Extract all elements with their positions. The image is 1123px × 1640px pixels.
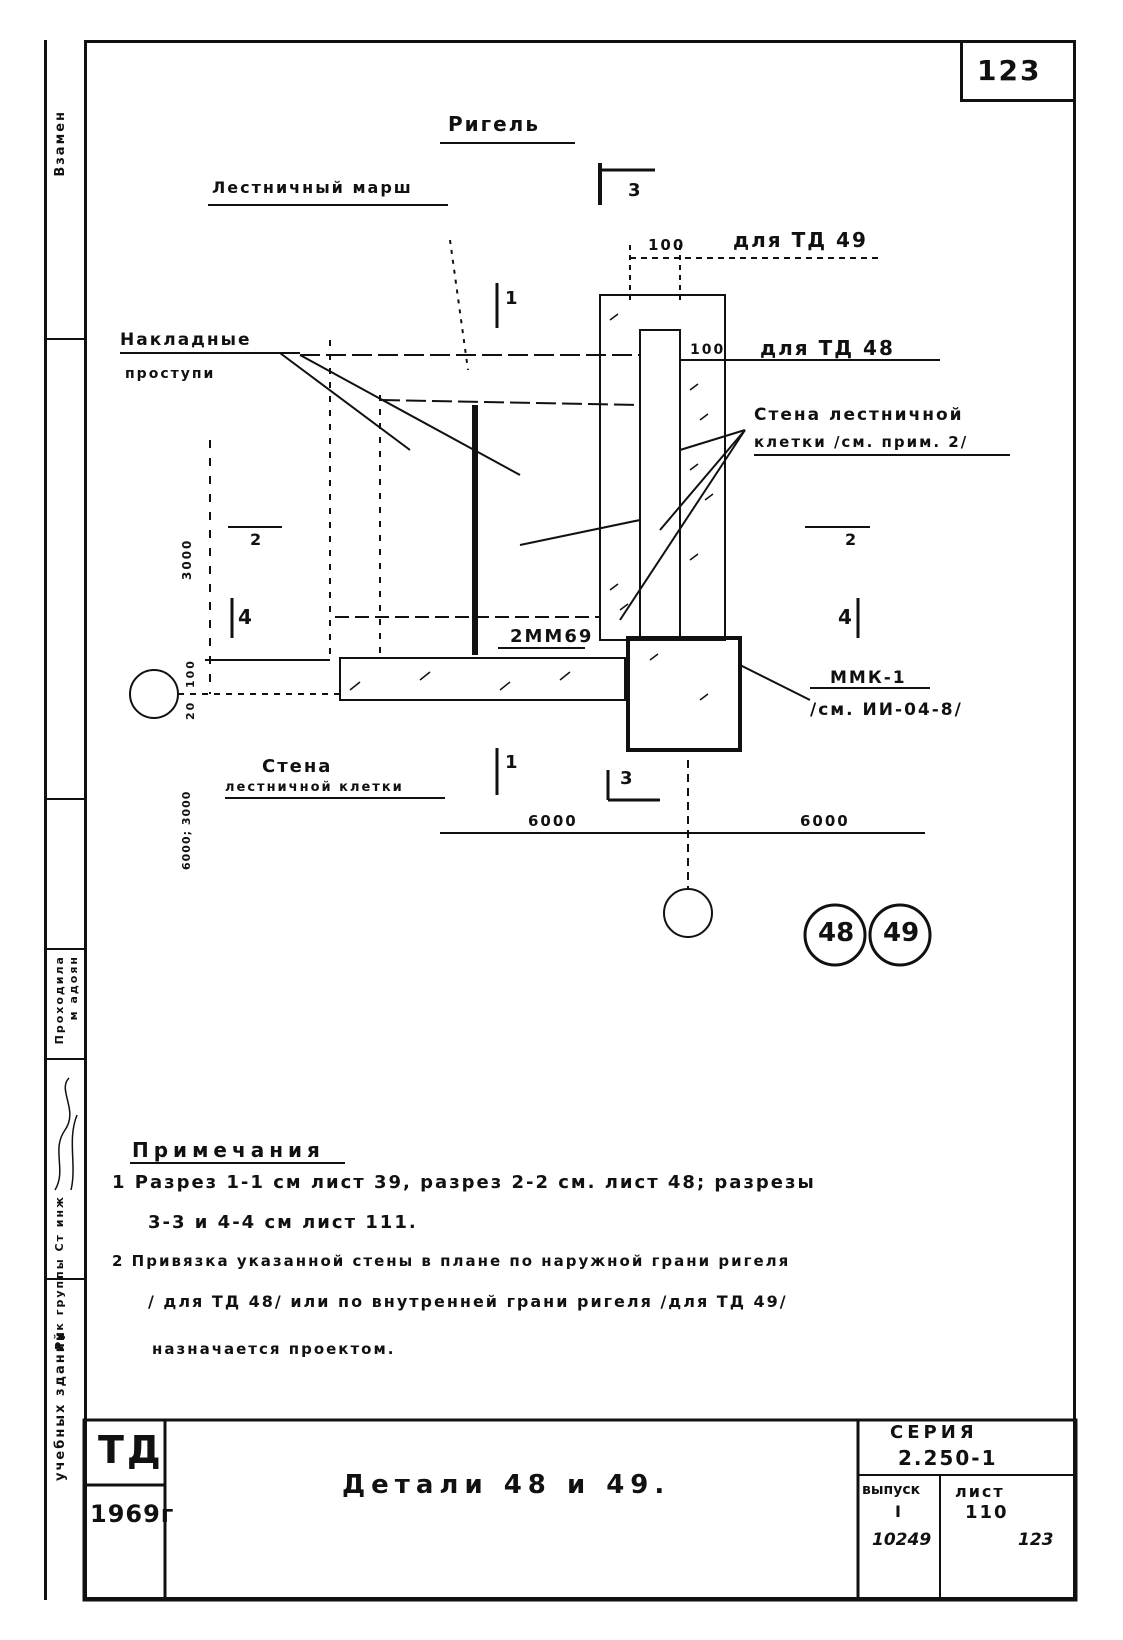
note-2-line-1: 2 Привязка указанной стены в плане по на… bbox=[112, 1252, 791, 1270]
detail-48-label: 48 bbox=[818, 918, 855, 948]
section-4-left-label: 4 bbox=[238, 605, 254, 629]
dim-100-top: 100 bbox=[648, 236, 686, 254]
notes-heading: Примечания bbox=[132, 1138, 325, 1162]
stamp-group-head-cell: Рук группы Ст инж bbox=[47, 1060, 84, 1350]
section-3-bottom-label: 3 bbox=[620, 768, 635, 789]
label-overlay-steps-2: проступи bbox=[125, 366, 216, 382]
page-number: 123 bbox=[977, 54, 1042, 87]
dim-100-mid: 100 bbox=[690, 342, 726, 358]
section-3-top-label: 3 bbox=[628, 180, 643, 201]
dim-20-vert: 20 bbox=[184, 700, 197, 720]
dim-100-vert: 100 bbox=[184, 659, 197, 688]
footer-page: 123 bbox=[1018, 1530, 1054, 1550]
title-block-list-label: лист bbox=[955, 1482, 1005, 1501]
title-block-list-value: 110 bbox=[965, 1502, 1009, 1523]
label-wall-1: Стена лестничной bbox=[754, 405, 964, 425]
section-1-top-label: 1 bbox=[505, 288, 520, 309]
section-2-left-label: 2 bbox=[250, 530, 264, 549]
title-block-vypusk-value: I bbox=[895, 1502, 903, 1521]
page-number-box: 123 bbox=[960, 40, 1076, 102]
title-block-seria-value: 2.250-1 bbox=[898, 1446, 998, 1470]
stamp-prokhodila-cell: Проходила м адоян bbox=[47, 950, 84, 1060]
title-block-seria-label: СЕРИЯ bbox=[890, 1422, 978, 1443]
stamp-blank-cell bbox=[47, 340, 84, 800]
note-1-line-1: 1 Разрез 1-1 см лист 39, разрез 2-2 см. … bbox=[112, 1172, 816, 1193]
section-1-bottom-label: 1 bbox=[505, 752, 520, 773]
section-2-right-label: 2 bbox=[845, 530, 859, 549]
label-for-td48: для ТД 48 bbox=[760, 336, 895, 360]
label-for-td49: для ТД 49 bbox=[733, 228, 868, 252]
note-2-line-3: назначается проектом. bbox=[152, 1340, 396, 1358]
title-block-name: Детали 48 и 49. bbox=[342, 1470, 671, 1500]
title-block-year: 1969г bbox=[90, 1500, 175, 1528]
label-wall-2: клетки /см. прим. 2/ bbox=[754, 433, 969, 451]
dim-6000-left: 6000 bbox=[528, 812, 578, 830]
stamp-vzamen-cell: Взамен bbox=[47, 40, 84, 340]
stamp-blank-cell-2 bbox=[47, 800, 84, 950]
signature-image bbox=[54, 1077, 78, 1191]
note-2-line-2: / для ТД 48/ или по внутренней грани риг… bbox=[148, 1292, 788, 1311]
section-4-right-label: 4 bbox=[838, 605, 854, 629]
label-stair-flight: Лестничный марш bbox=[212, 178, 413, 197]
detail-49-label: 49 bbox=[883, 918, 920, 948]
side-stamp-strip: Взамен Проходила м адоян Рук группы Ст и… bbox=[44, 40, 84, 1600]
label-wall-bottom-2: лестничной клетки bbox=[225, 780, 404, 795]
note-1-line-2: 3-3 и 4-4 см лист 111. bbox=[148, 1212, 418, 1233]
footer-code: 10249 bbox=[872, 1530, 932, 1550]
dim-3000: 3000 bbox=[180, 538, 194, 580]
title-block-vypusk-label: выпуск bbox=[862, 1482, 921, 1498]
label-2mm69: 2ММ69 bbox=[510, 626, 594, 647]
label-wall-bottom-1: Стена bbox=[262, 756, 333, 777]
dim-vertical-bottom: 6000; 3000 bbox=[180, 790, 193, 870]
label-mmk1-ref: /см. ИИ-04-8/ bbox=[810, 700, 963, 720]
title-rigel: Ригель bbox=[448, 112, 540, 136]
label-mmk1: ММК-1 bbox=[830, 668, 907, 688]
dim-6000-right: 6000 bbox=[800, 812, 850, 830]
label-overlay-steps-1: Накладные bbox=[120, 330, 252, 350]
title-block-td: ТД bbox=[98, 1428, 164, 1472]
